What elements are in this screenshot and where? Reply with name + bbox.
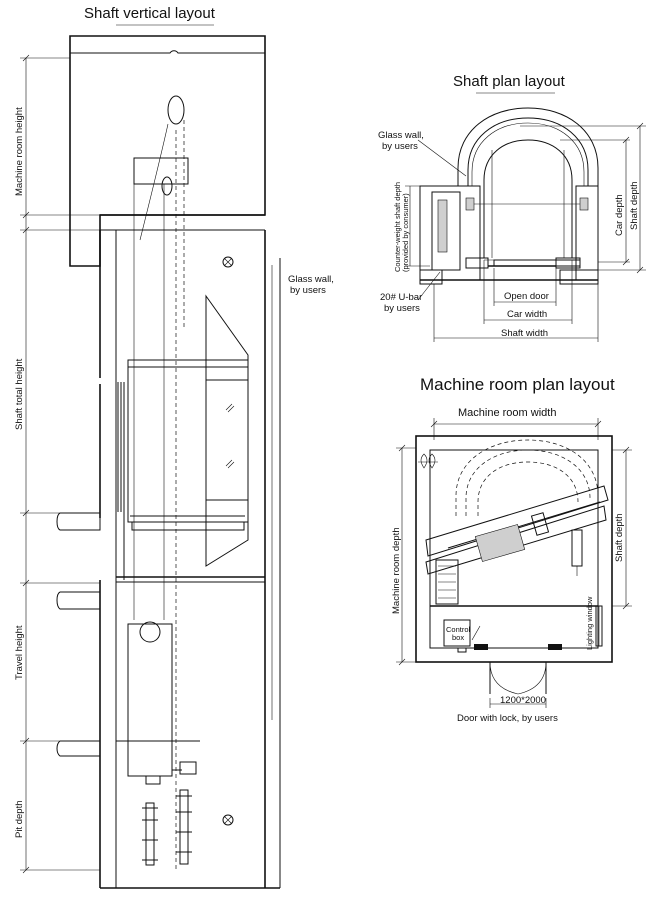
label-door-with-lock: Door with lock, by users (457, 713, 558, 724)
label-open-door: Open door (504, 291, 549, 302)
label-pit-depth: Pit depth (14, 801, 25, 839)
title-shaft-plan-layout: Shaft plan layout (453, 73, 566, 90)
label-control-box: Control (446, 625, 471, 634)
label-car-depth: Car depth (614, 194, 625, 236)
title-shaft-vertical-layout: Shaft vertical layout (84, 5, 216, 22)
label-shaft-depth-machine: Shaft depth (614, 513, 625, 562)
label-machine-room-depth: Machine room depth (391, 527, 402, 614)
title-machine-room-plan-layout: Machine room plan layout (420, 375, 615, 394)
label-machine-room-width: Machine room width (458, 407, 556, 419)
label-u-bar: 20# U-bar (380, 292, 422, 303)
machine-room-plan-drawing (396, 418, 632, 708)
label-travel-height: Travel height (14, 625, 25, 680)
label-glass-wall-plan-users: by users (382, 141, 418, 152)
label-shaft-total-height: Shaft total height (14, 358, 25, 430)
label-glass-wall-plan: Glass wall, (378, 130, 424, 141)
shaft-plan-drawing (405, 107, 646, 342)
label-glass-wall-vertical-users: by users (290, 285, 326, 296)
label-glass-wall-vertical: Glass wall, (288, 274, 334, 285)
label-door-size: 1200*2000 (500, 695, 546, 706)
label-car-width: Car width (507, 309, 547, 320)
label-u-bar-users: by users (384, 303, 420, 314)
label-counterweight-shaft-depth: Counter-weight shaft depth (393, 182, 402, 272)
label-shaft-depth-plan: Shaft depth (629, 181, 640, 230)
label-provided-by-consumer: (provided by consumer) (401, 193, 410, 272)
label-control-box-2: box (452, 633, 464, 642)
label-machine-room-height: Machine room height (14, 107, 25, 196)
label-lighting-window: Lighting window (585, 596, 594, 650)
shaft-vertical-drawing (20, 35, 281, 889)
label-shaft-width: Shaft width (501, 328, 548, 339)
